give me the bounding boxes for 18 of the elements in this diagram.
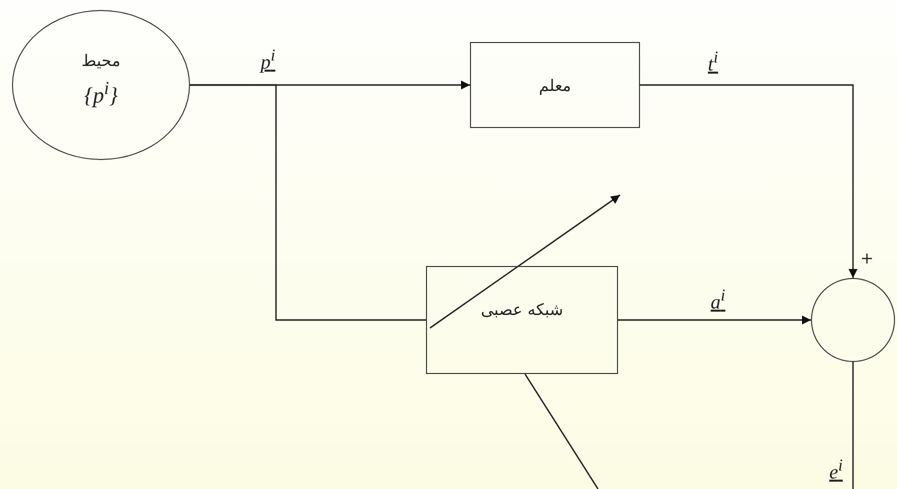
connector xyxy=(190,84,426,321)
formula: {p$^{i}$} xyxy=(84,78,118,109)
process-box xyxy=(470,42,640,128)
sign-label: + xyxy=(860,248,874,268)
environment-ellipse xyxy=(12,10,190,160)
edge-label: t$^{i}$ xyxy=(708,48,718,76)
summing-circle xyxy=(811,278,895,362)
connector xyxy=(640,84,858,278)
connector xyxy=(618,316,811,324)
node-label: محیط xyxy=(82,51,120,70)
edge-label: e$^{i}$ xyxy=(829,456,843,484)
connector xyxy=(524,374,599,489)
edge-label: a$^{i}$ xyxy=(710,286,726,314)
node-label: معلم xyxy=(538,76,572,94)
connector xyxy=(852,362,854,489)
edge-label: p$^{i}$ xyxy=(260,46,276,74)
node-label: شبکه عصبی xyxy=(480,300,564,318)
process-box xyxy=(426,266,618,374)
